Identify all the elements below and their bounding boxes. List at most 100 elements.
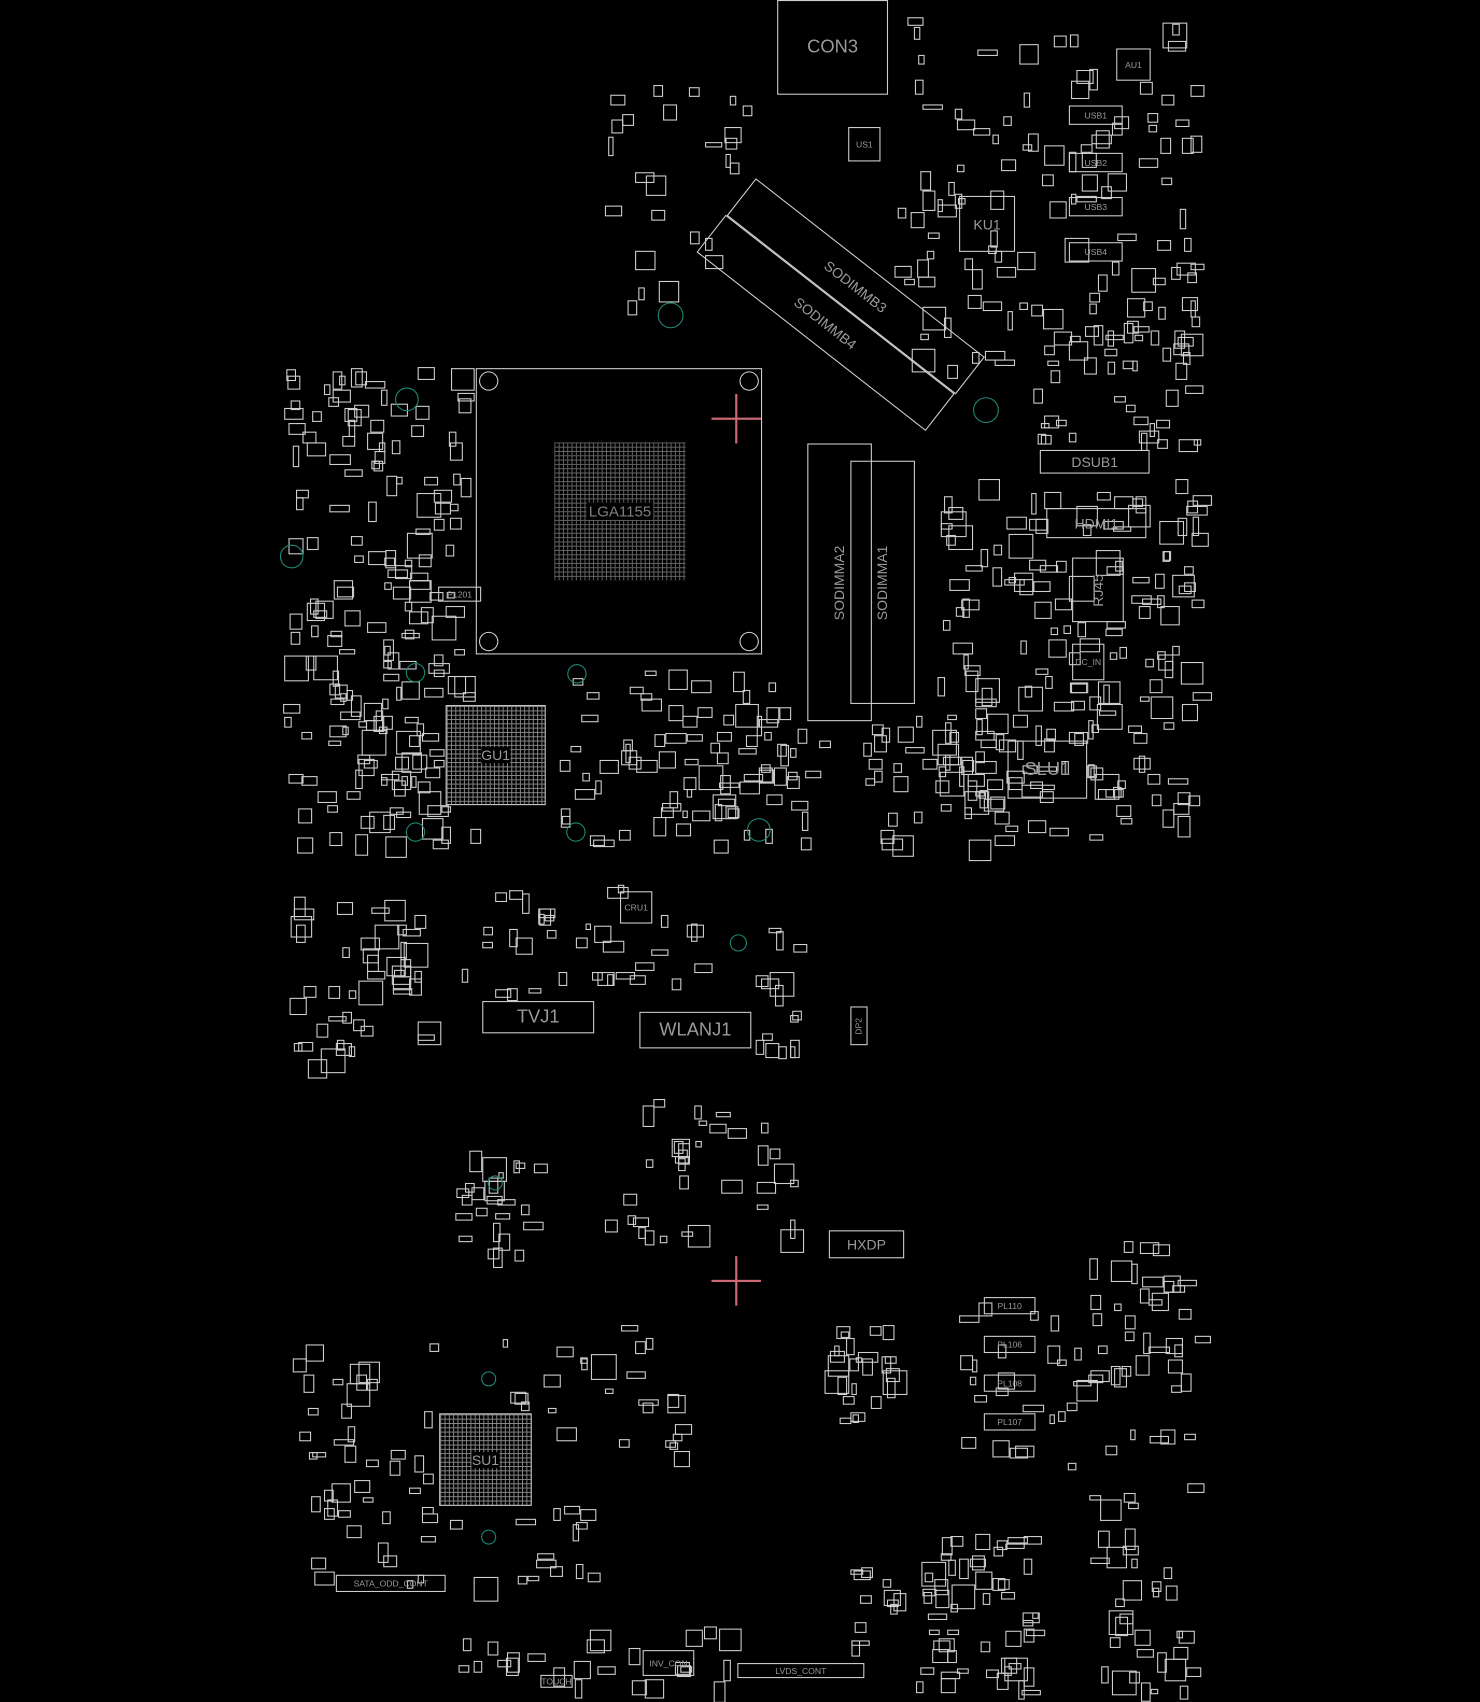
smd-pad — [317, 791, 338, 803]
component-dc-in[interactable]: DC_IN — [1072, 643, 1105, 681]
smd-pad — [393, 586, 412, 600]
smd-pad — [295, 924, 307, 943]
smd-pad — [1105, 1445, 1118, 1455]
component-hxdp[interactable]: HXDP — [828, 1230, 905, 1259]
smd-pad — [341, 435, 355, 447]
component-inv-con[interactable]: INV_CON — [642, 1650, 695, 1676]
smd-pad — [348, 1046, 355, 1057]
component-pl110[interactable]: PL110 — [983, 1297, 1036, 1315]
component-usb1[interactable]: USB1 — [1068, 105, 1123, 125]
smd-pad — [1030, 304, 1044, 317]
smd-pad — [423, 477, 438, 486]
smd-pad — [1180, 662, 1204, 685]
smd-pad — [798, 728, 808, 744]
smd-pad — [1084, 325, 1100, 338]
smd-pad — [1049, 1414, 1055, 1424]
smd-pad — [337, 901, 354, 915]
smd-pad — [721, 1179, 744, 1194]
component-au1[interactable]: AU1 — [1116, 48, 1151, 81]
component-rj45[interactable]: RJ45 — [1072, 557, 1124, 623]
smd-pad — [663, 104, 678, 121]
smd-pad — [1053, 701, 1075, 711]
component-label: US1 — [855, 139, 873, 150]
component-pl108[interactable]: PL108 — [983, 1374, 1036, 1392]
component-cru1[interactable]: CRU1 — [620, 891, 653, 924]
component-usb4[interactable]: USB4 — [1068, 242, 1123, 262]
smd-pad — [505, 1657, 519, 1677]
smd-pad — [840, 1331, 850, 1339]
component-hdmi1[interactable]: HDMI1 — [1046, 508, 1147, 539]
smd-pad — [646, 1159, 654, 1168]
smd-pad — [1149, 423, 1156, 437]
smd-pad — [1043, 309, 1064, 330]
smd-pad — [1069, 652, 1081, 666]
smd-pad — [1077, 622, 1087, 638]
smd-pad — [301, 776, 318, 786]
smd-pad — [645, 1679, 665, 1699]
smd-pad — [326, 634, 343, 647]
smd-pad — [610, 94, 625, 106]
component-sata-odd-cont[interactable]: SATA_ODD_CONT — [335, 1574, 446, 1592]
smd-pad — [1083, 357, 1097, 376]
smd-pad — [634, 962, 655, 972]
component-pl106[interactable]: PL106 — [983, 1335, 1036, 1354]
smd-pad — [284, 407, 304, 420]
component-lvds-cont[interactable]: LVDS_CONT — [737, 1663, 865, 1679]
component-sodimma2[interactable]: SODIMMA2 — [807, 443, 872, 722]
component-touch[interactable]: TOUCH — [540, 1674, 573, 1688]
smd-pad — [1175, 119, 1190, 127]
smd-pad — [297, 837, 314, 854]
smd-pad — [645, 175, 667, 197]
smd-pad — [1023, 1536, 1042, 1546]
smd-pad — [994, 250, 1003, 263]
smd-pad — [1167, 1359, 1184, 1374]
smd-pad — [943, 620, 951, 631]
component-dsub1[interactable]: DSUB1 — [1039, 449, 1150, 474]
smd-pad — [342, 946, 350, 958]
smd-pad — [1172, 646, 1181, 656]
component-ku1[interactable]: KU1 — [959, 195, 1016, 252]
smd-pad — [353, 404, 370, 418]
smd-pad — [1145, 658, 1154, 668]
component-label: TVJ1 — [516, 1006, 560, 1027]
smd-pad — [1080, 144, 1093, 154]
component-dp2[interactable]: DP2 — [850, 1006, 868, 1046]
smd-pad — [344, 610, 361, 627]
smd-pad — [1177, 1279, 1197, 1287]
component-usb2[interactable]: USB2 — [1068, 152, 1123, 173]
smd-pad — [974, 1534, 991, 1550]
smd-pad — [361, 1026, 374, 1037]
smd-pad — [401, 632, 420, 638]
smd-pad — [1110, 652, 1118, 660]
component-us1[interactable]: US1 — [848, 127, 881, 162]
component-usb3[interactable]: USB3 — [1068, 196, 1123, 217]
smd-pad — [1187, 501, 1199, 513]
smd-pad — [691, 680, 712, 694]
smd-pad — [323, 1489, 334, 1502]
smd-pad — [327, 805, 339, 813]
smd-pad — [1125, 1528, 1136, 1550]
smd-pad — [409, 735, 421, 747]
smd-pad — [998, 1372, 1016, 1390]
component-slu1[interactable]: SLU1 — [1007, 740, 1088, 799]
smd-pad — [673, 1140, 684, 1155]
component-label: DP2 — [854, 1017, 864, 1035]
smd-pad — [961, 598, 971, 619]
component-gu1[interactable]: GU1 — [445, 705, 546, 806]
component-con3[interactable]: CON3 — [777, 0, 889, 95]
smd-pad — [937, 676, 945, 697]
component-pl107[interactable]: PL107 — [983, 1413, 1036, 1431]
component-wlanj1[interactable]: WLANJ1 — [639, 1011, 752, 1049]
component-pl201[interactable]: PL201 — [438, 586, 482, 602]
component-su1[interactable]: SU1 — [439, 1413, 532, 1506]
smd-pad — [1017, 252, 1036, 270]
smd-pad — [790, 800, 809, 811]
smd-pad — [976, 718, 983, 736]
component-tvj1[interactable]: TVJ1 — [482, 1001, 595, 1034]
component-sodimma1[interactable]: SODIMMA1 — [850, 460, 915, 704]
smd-pad — [1190, 84, 1205, 98]
smd-pad — [1131, 595, 1153, 604]
smd-pad — [698, 765, 724, 791]
component-label: USB1 — [1084, 110, 1108, 121]
cpu-socket[interactable]: LGA1155 — [475, 368, 763, 655]
